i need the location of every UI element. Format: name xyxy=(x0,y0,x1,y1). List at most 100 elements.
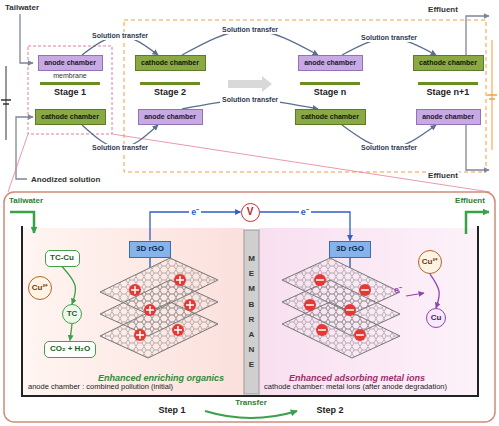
progress-arrow xyxy=(228,76,272,92)
node-text: cathode chamber: metal ions (after anode… xyxy=(264,383,447,392)
edge-label: Solution transfer xyxy=(220,26,280,34)
negative-charge xyxy=(304,299,316,311)
minus-mark xyxy=(306,304,314,306)
node-text: anode chamber xyxy=(144,113,196,121)
label-text: Anodized solution xyxy=(30,175,101,184)
flow-arrow xyxy=(430,274,439,308)
node-text: 3D rGO xyxy=(136,244,164,253)
label-text: Stage 1 xyxy=(53,87,87,97)
cathode-chamber-box: cathode chamber xyxy=(413,55,484,71)
negative-charge xyxy=(316,324,328,336)
node-text: anode chamber xyxy=(304,59,356,67)
battery-plate xyxy=(1,99,11,101)
cathode-chamber-box: cathode chamber xyxy=(295,109,366,125)
positive-charge xyxy=(134,329,146,341)
zoom-line xyxy=(8,134,28,192)
detail-frame xyxy=(4,192,495,422)
chamber-region: Enhanced enriching organicsanode chamber… xyxy=(23,228,244,395)
label-text: Tailwater xyxy=(4,3,40,12)
node-text: cathode chamber xyxy=(301,113,359,121)
node-text: 3D rGO xyxy=(336,244,364,253)
node-text: anode chamber xyxy=(44,59,96,67)
battery-plate xyxy=(3,103,9,105)
positive-charge xyxy=(184,299,196,311)
inflow-arrow xyxy=(10,212,34,233)
node-text: TC xyxy=(67,309,78,318)
edge-label: e⁻ xyxy=(299,207,311,217)
label-text: e⁻ xyxy=(393,285,403,295)
node-text: CO₂ + H₂O xyxy=(50,344,90,353)
tank-wall xyxy=(22,226,478,396)
outflow-arrow xyxy=(466,16,489,55)
edge-label: Solution transfer xyxy=(359,34,419,42)
negative-charge xyxy=(344,304,356,316)
plus-mark xyxy=(186,301,194,309)
negative-charge xyxy=(359,284,371,296)
flow-arrow xyxy=(62,267,76,305)
outflow-arrow xyxy=(466,125,489,170)
minus-mark xyxy=(346,309,354,311)
edge-label: Solution transfer xyxy=(90,32,150,40)
node-text: Cu²⁺ xyxy=(32,283,48,292)
plus-mark xyxy=(131,286,139,294)
minus-mark xyxy=(318,329,326,331)
zoom-frame xyxy=(28,46,112,134)
cathode-ground xyxy=(259,228,477,395)
node-text: Cu xyxy=(431,313,442,322)
node-text: cathode chamber xyxy=(419,59,477,67)
species-box: CO₂ + H₂O xyxy=(44,341,96,358)
label-text: Effluent xyxy=(427,5,459,14)
cathode-chamber-box: cathode chamber xyxy=(35,109,106,125)
label-text: Tailwater xyxy=(8,196,44,205)
electrode-box: 3D rGO xyxy=(329,241,371,258)
positive-charge xyxy=(129,284,141,296)
plus-mark xyxy=(136,331,144,339)
chamber-region: Enhanced adsorbing metal ionscathode cha… xyxy=(259,228,477,395)
minus-mark xyxy=(316,279,324,281)
species-circle: TC xyxy=(62,304,82,324)
species-box: TC-Cu xyxy=(45,250,80,267)
edge-label: e⁻ xyxy=(189,207,201,217)
stage-group-frame xyxy=(124,20,486,172)
voltmeter-circle: V xyxy=(241,203,260,222)
ion-circle: Cu²⁺ xyxy=(28,276,52,300)
negative-charge xyxy=(354,329,366,341)
node-text: cathode chamber xyxy=(141,59,199,67)
transfer-arrow xyxy=(205,411,297,418)
node-text: TC-Cu xyxy=(50,253,74,262)
connectors xyxy=(62,30,439,341)
label-text: Step 2 xyxy=(315,405,344,415)
zoom-line xyxy=(112,134,490,192)
anode-ground xyxy=(23,228,244,395)
positive-charge xyxy=(172,324,184,336)
label-text: Step 1 xyxy=(157,405,186,415)
membrane-bar xyxy=(300,82,360,85)
power-wire xyxy=(6,66,7,140)
membrane-bar xyxy=(244,230,259,394)
metal-circle: Cu xyxy=(426,308,446,328)
minus-mark xyxy=(361,289,369,291)
inflow-arrow xyxy=(20,14,33,63)
battery-plate xyxy=(487,94,497,96)
label-text: Stage n xyxy=(313,87,348,97)
anode-chamber-box: anode chamber xyxy=(416,109,481,125)
label-text: Effluent xyxy=(454,196,486,205)
label-text: MEMBRANE xyxy=(248,251,256,373)
node-text: Enhanced enriching organics xyxy=(98,373,224,383)
cathode-chamber-box: cathode chamber xyxy=(135,55,206,71)
node-text: Enhanced adsorbing metal ions xyxy=(289,373,425,383)
anode-chamber-box: anode chamber xyxy=(38,55,103,71)
membrane-bar xyxy=(418,82,478,85)
membrane-bar xyxy=(140,82,200,85)
anode-chamber-box: anode chamber xyxy=(138,109,203,125)
graphene-sheet xyxy=(100,302,218,358)
label-text: Transfer xyxy=(234,398,268,407)
graphene-sheet xyxy=(282,302,400,358)
electrode-box: 3D rGO xyxy=(129,241,171,258)
minus-mark xyxy=(356,334,364,336)
positive-charge xyxy=(144,304,156,316)
ion-circle: Cu²⁺ xyxy=(418,250,442,274)
outflow-arrow xyxy=(466,212,489,234)
